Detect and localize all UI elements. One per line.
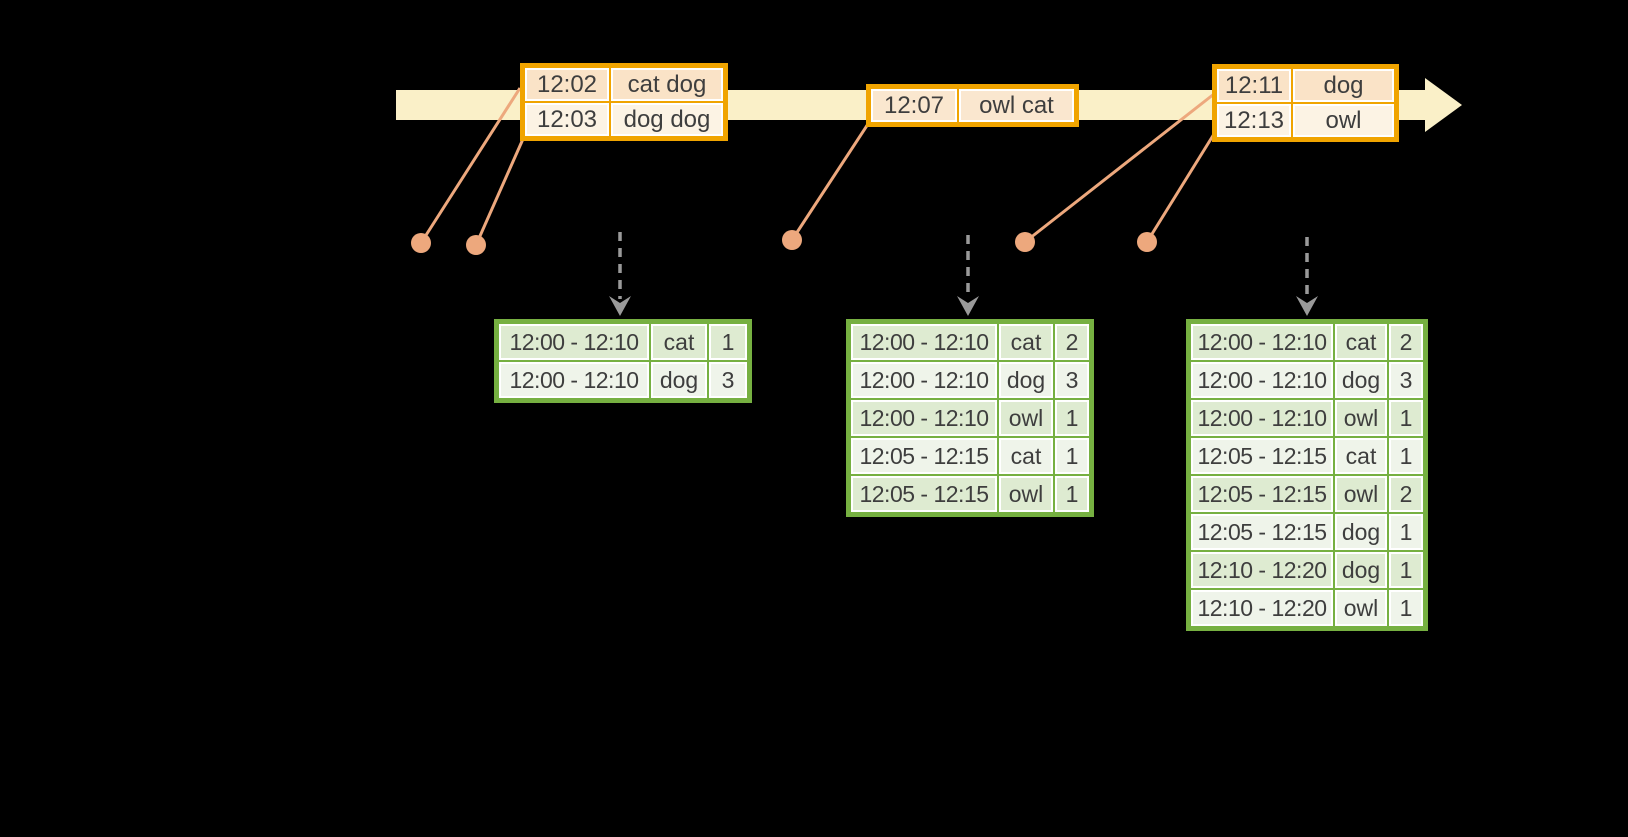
result-table-1: 12:00 - 12:10 cat 1 12:00 - 12:10 dog 3: [494, 319, 752, 403]
event-time-cell: 12:03: [525, 103, 609, 136]
word-cell: owl: [1335, 590, 1387, 626]
result-row: 12:05 - 12:15 cat 1: [1191, 438, 1423, 474]
window-cell: 12:00 - 12:10: [851, 324, 997, 360]
window-cell: 12:00 - 12:10: [1191, 400, 1333, 436]
window-cell: 12:00 - 12:10: [499, 362, 649, 398]
word-cell: owl: [1335, 400, 1387, 436]
count-cell: 1: [1389, 590, 1423, 626]
event-words-cell: cat dog: [611, 68, 723, 101]
count-cell: 1: [1055, 400, 1089, 436]
event-time-cell: 12:07: [871, 89, 957, 122]
event-time-cell: 12:13: [1217, 104, 1291, 137]
count-cell: 1: [709, 324, 747, 360]
result-table-3: 12:00 - 12:10 cat 2 12:00 - 12:10 dog 3 …: [1186, 319, 1428, 631]
window-cell: 12:05 - 12:15: [851, 476, 997, 512]
event-line-1203: [474, 138, 525, 246]
word-cell: owl: [999, 476, 1053, 512]
count-cell: 1: [1389, 438, 1423, 474]
event-dot-1211: [1015, 232, 1035, 252]
result-row: 12:00 - 12:10 cat 2: [851, 324, 1089, 360]
word-cell: dog: [1335, 552, 1387, 588]
event-row: 12:02 cat dog: [525, 68, 723, 101]
word-cell: cat: [999, 438, 1053, 474]
event-line-1207: [790, 123, 870, 241]
result-row: 12:10 - 12:20 owl 1: [1191, 590, 1423, 626]
event-line-1202: [419, 87, 522, 244]
result-row: 12:05 - 12:15 owl 1: [851, 476, 1089, 512]
event-row: 12:11 dog: [1217, 69, 1394, 102]
window-cell: 12:10 - 12:20: [1191, 590, 1333, 626]
trigger-arrow-1-head-icon: [609, 296, 631, 316]
event-dot-1213: [1137, 232, 1157, 252]
window-cell: 12:05 - 12:15: [851, 438, 997, 474]
word-cell: dog: [651, 362, 707, 398]
trigger-arrow-3-head-icon: [1296, 296, 1318, 316]
count-cell: 1: [1389, 514, 1423, 550]
event-words-cell: dog dog: [611, 103, 723, 136]
window-cell: 12:10 - 12:20: [1191, 552, 1333, 588]
result-row: 12:05 - 12:15 owl 2: [1191, 476, 1423, 512]
event-row: 12:07 owl cat: [871, 89, 1074, 122]
timeline-arrowhead-icon: [1425, 78, 1462, 132]
word-cell: owl: [999, 400, 1053, 436]
window-cell: 12:00 - 12:10: [1191, 324, 1333, 360]
count-cell: 3: [1055, 362, 1089, 398]
word-cell: cat: [1335, 324, 1387, 360]
count-cell: 3: [1389, 362, 1423, 398]
word-cell: dog: [999, 362, 1053, 398]
window-cell: 12:05 - 12:15: [1191, 438, 1333, 474]
word-cell: cat: [651, 324, 707, 360]
window-cell: 12:00 - 12:10: [1191, 362, 1333, 398]
count-cell: 3: [709, 362, 747, 398]
count-cell: 1: [1055, 438, 1089, 474]
word-cell: cat: [1335, 438, 1387, 474]
result-row: 12:00 - 12:10 owl 1: [1191, 400, 1423, 436]
result-row: 12:00 - 12:10 cat 2: [1191, 324, 1423, 360]
event-line-1213: [1145, 133, 1216, 243]
event-row: 12:03 dog dog: [525, 103, 723, 136]
trigger-arrow-2-head-icon: [957, 296, 979, 316]
window-cell: 12:05 - 12:15: [1191, 476, 1333, 512]
event-words-cell: owl: [1293, 104, 1394, 137]
word-cell: cat: [999, 324, 1053, 360]
count-cell: 1: [1389, 552, 1423, 588]
result-row: 12:05 - 12:15 dog 1: [1191, 514, 1423, 550]
count-cell: 2: [1389, 476, 1423, 512]
word-cell: dog: [1335, 514, 1387, 550]
result-row: 12:00 - 12:10 cat 1: [499, 324, 747, 360]
window-cell: 12:00 - 12:10: [851, 362, 997, 398]
event-words-cell: owl cat: [959, 89, 1074, 122]
event-words-cell: dog: [1293, 69, 1394, 102]
result-row: 12:10 - 12:20 dog 1: [1191, 552, 1423, 588]
word-cell: owl: [1335, 476, 1387, 512]
word-cell: dog: [1335, 362, 1387, 398]
count-cell: 2: [1389, 324, 1423, 360]
result-row: 12:00 - 12:10 owl 1: [851, 400, 1089, 436]
event-row: 12:13 owl: [1217, 104, 1394, 137]
event-batch-table-1: 12:02 cat dog 12:03 dog dog: [520, 63, 728, 141]
window-cell: 12:05 - 12:15: [1191, 514, 1333, 550]
result-row: 12:00 - 12:10 dog 3: [1191, 362, 1423, 398]
event-dot-1207: [782, 230, 802, 250]
result-row: 12:00 - 12:10 dog 3: [851, 362, 1089, 398]
window-cell: 12:00 - 12:10: [851, 400, 997, 436]
count-cell: 1: [1055, 476, 1089, 512]
result-table-2: 12:00 - 12:10 cat 2 12:00 - 12:10 dog 3 …: [846, 319, 1094, 517]
event-batch-table-3: 12:11 dog 12:13 owl: [1212, 64, 1399, 142]
event-time-cell: 12:02: [525, 68, 609, 101]
event-dot-1203: [466, 235, 486, 255]
window-cell: 12:00 - 12:10: [499, 324, 649, 360]
result-row: 12:05 - 12:15 cat 1: [851, 438, 1089, 474]
result-row: 12:00 - 12:10 dog 3: [499, 362, 747, 398]
count-cell: 2: [1055, 324, 1089, 360]
event-time-cell: 12:11: [1217, 69, 1291, 102]
count-cell: 1: [1389, 400, 1423, 436]
event-batch-table-2: 12:07 owl cat: [866, 84, 1079, 127]
event-dot-1202: [411, 233, 431, 253]
